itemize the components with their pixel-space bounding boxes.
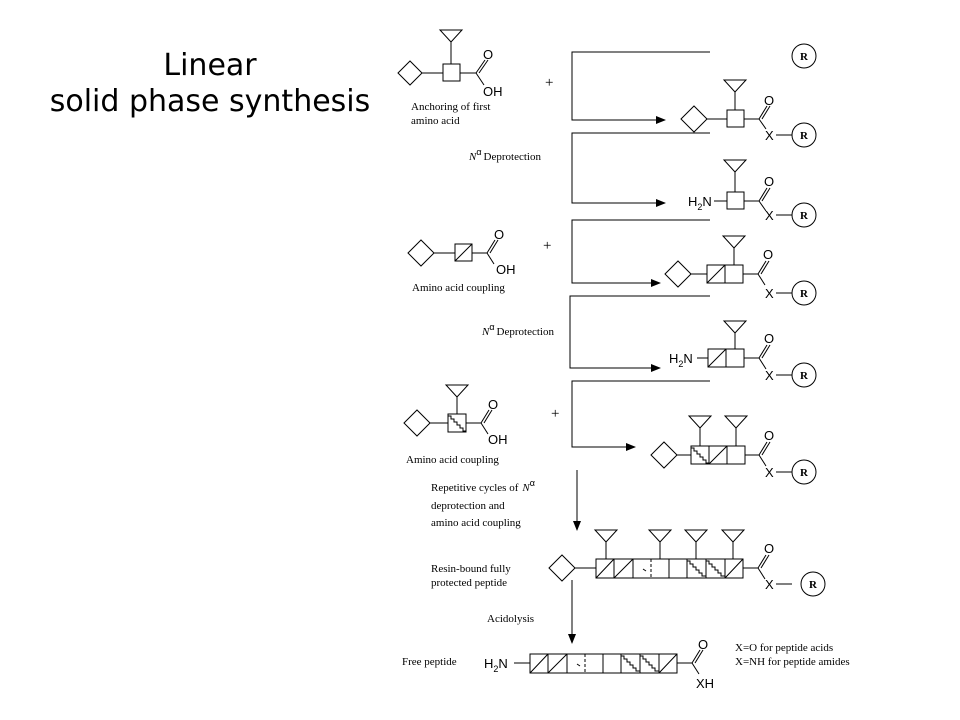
label-coupling-1: Amino acid coupling — [412, 282, 505, 294]
resin-label-2: R — [800, 130, 809, 142]
product-tripeptide — [650, 415, 792, 473]
label-acidolysis: Acidolysis — [487, 613, 534, 625]
label-resin-bound-2: protected peptide — [431, 577, 507, 589]
arrow-deprotection-2 — [569, 295, 710, 372]
resin-circle-5 — [791, 362, 817, 388]
label-anchoring-2: amino acid — [411, 115, 460, 127]
atom-oh-r3: OH — [496, 262, 516, 277]
atom-o-p4: O — [764, 331, 774, 346]
reactant-second-amino-acid — [407, 239, 499, 267]
atom-xh-free: XH — [696, 676, 714, 691]
label-anchoring-1: Anchoring of first — [411, 101, 490, 113]
reactant-third-amino-acid — [403, 384, 493, 437]
atom-x-p5: X — [765, 465, 774, 480]
label-coupling-2: Amino acid coupling — [406, 454, 499, 466]
arrow-deprotection-1 — [571, 132, 710, 207]
atom-o-p6: O — [764, 541, 774, 556]
title-line-2: solid phase synthesis — [49, 84, 371, 119]
resin-circle-1 — [791, 43, 817, 69]
atom-o-p1: O — [764, 93, 774, 108]
atom-oh-r1: OH — [483, 84, 503, 99]
atom-x-p4: X — [765, 368, 774, 383]
reactant-first-amino-acid — [397, 29, 489, 86]
plus-sign-1: + — [545, 75, 553, 91]
product-deprotected-2 — [697, 320, 792, 376]
atom-x-p3: X — [765, 286, 774, 301]
product-deprotected-1 — [714, 159, 792, 216]
legend-peptide-acids: X=O for peptide acids — [735, 642, 833, 654]
atom-o-r1: O — [483, 47, 493, 62]
atom-o-p5: O — [764, 428, 774, 443]
atom-o-p3: O — [763, 247, 773, 262]
atom-x-p6: X — [765, 577, 774, 592]
legend-peptide-amides: X=NH for peptide amides — [735, 656, 850, 668]
label-resin-bound-1: Resin-bound fully — [431, 563, 511, 575]
resin-label-1: R — [800, 51, 809, 63]
resin-circle-4 — [791, 280, 817, 306]
title-line-1: Linear — [163, 48, 257, 83]
resin-circle-3 — [791, 202, 817, 228]
atom-h2n-p4: H2N — [669, 351, 693, 369]
atom-oh-r5: OH — [488, 432, 508, 447]
atom-h2n-free: H2N — [484, 656, 508, 674]
atom-h2n-p2: H2N — [688, 194, 712, 212]
product-anchored-amino-acid — [680, 79, 792, 136]
atom-o-free: O — [698, 637, 708, 652]
arrow-anchoring — [571, 51, 710, 124]
arrow-coupling-1 — [571, 219, 710, 287]
resin-label-5: R — [800, 370, 809, 382]
atom-x-p2: X — [765, 208, 774, 223]
atom-o-p2: O — [764, 174, 774, 189]
product-protected-peptide — [548, 529, 792, 585]
label-repetitive-3: amino acid coupling — [431, 517, 521, 529]
resin-label-4: R — [800, 288, 809, 300]
atom-o-r3: O — [494, 227, 504, 242]
atom-x-p1: X — [765, 128, 774, 143]
plus-sign-2: + — [543, 238, 551, 254]
resin-label-6: R — [800, 467, 809, 479]
resin-circle-6 — [791, 459, 817, 485]
plus-sign-3: + — [551, 406, 559, 422]
arrow-coupling-2 — [571, 380, 710, 451]
resin-label-3: R — [800, 210, 809, 222]
product-dipeptide — [664, 235, 792, 294]
label-repetitive-2: deprotection and — [431, 500, 505, 512]
atom-o-r5: O — [488, 397, 498, 412]
slide-title: Linear solid phase synthesis — [20, 48, 400, 120]
resin-circle-2 — [791, 122, 817, 148]
resin-label-7: R — [809, 579, 818, 591]
resin-circle-7 — [800, 571, 826, 597]
label-free-peptide: Free peptide — [402, 656, 457, 668]
product-free-peptide — [514, 649, 704, 675]
